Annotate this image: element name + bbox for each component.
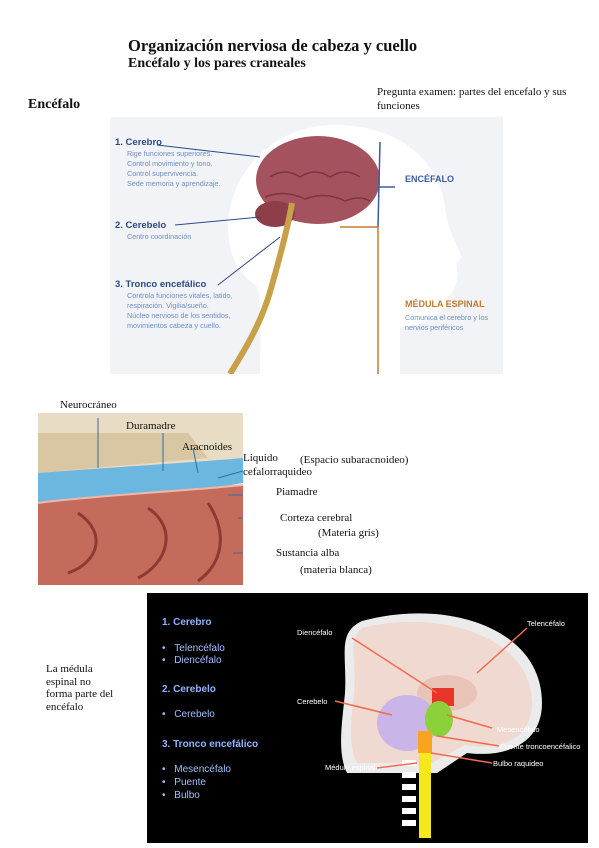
- section-heading: Encéfalo: [28, 97, 81, 112]
- label-liquido: Liquido: [243, 452, 278, 464]
- label-piamadre: Piamadre: [276, 486, 318, 498]
- label-sustancia-alba: Sustancia alba: [276, 547, 340, 559]
- label-medula-espinal: Médula espinal: [325, 763, 376, 772]
- tronco-desc-2: respiración. Vigilia/sueño.: [127, 301, 209, 310]
- label-diencefalo: Diencéfalo: [297, 628, 333, 637]
- label-aracnoides: Aracnoides: [182, 441, 233, 453]
- cerebellum-shape: [255, 201, 295, 227]
- spinal-cord-shape: [419, 753, 431, 838]
- mesencephalon-shape: [425, 701, 453, 737]
- label-materia-gris: (Materia gris): [318, 527, 379, 539]
- item-mesencefalo: • Mesencéfalo: [162, 764, 231, 775]
- cerebro-desc-1: Rige funciones superiores.: [127, 149, 213, 158]
- meninges-illustration: [38, 413, 243, 585]
- tronco-desc-1: Controla funciones vitales, latido,: [127, 291, 233, 300]
- exam-note: Pregunta examen: partes del encefalo y s…: [377, 86, 567, 112]
- group-cerebro-heading: 1. Cerebro: [162, 617, 212, 628]
- item-diencefalo: • Diencéfalo: [162, 655, 222, 666]
- label-bulbo: Bulbo raquideo: [493, 759, 544, 768]
- brain-overview-figure: 1. Cerebro Rige funciones superiores. Co…: [110, 117, 503, 374]
- medula-label: MÉDULA ESPINAL: [405, 299, 485, 309]
- label-corteza: Corteza cerebral: [280, 512, 353, 524]
- label-telencefalo: Telencéfalo: [527, 619, 565, 628]
- item-cerebelo: • Cerebelo: [162, 709, 215, 720]
- encefalo-label: ENCÉFALO: [405, 174, 455, 184]
- medula-desc-1: Comunica el cerebro y los: [405, 313, 489, 322]
- group-cerebelo-heading: 2. Cerebelo: [162, 684, 216, 695]
- cerebrum-shape: [256, 136, 380, 224]
- label-puente: Puente troncoencéfalico: [500, 742, 581, 751]
- cerebelo-desc-1: Centro coordinación: [127, 232, 192, 241]
- item-puente: • Puente: [162, 777, 206, 788]
- sagittal-brain-illustration: [334, 613, 542, 838]
- page-title: Organización nerviosa de cabeza y cuello: [128, 36, 418, 55]
- meninges-cross-section: [38, 413, 243, 585]
- label-materia-blanca: (materia blanca): [300, 564, 372, 576]
- label-duramadre: Duramadre: [126, 420, 176, 432]
- head-silhouette-illustration: [156, 125, 462, 374]
- page-subtitle: Encéfalo y los pares craneales: [128, 56, 306, 71]
- label-mesencefalo: Mesencéfalo: [497, 725, 540, 734]
- item-telencefalo: • Telencéfalo: [162, 643, 225, 654]
- tronco-heading: 3. Tronco encefálico: [115, 279, 207, 290]
- group-tronco-heading: 3. Tronco encefálico: [162, 739, 259, 750]
- spinal-cord-shape: [227, 202, 295, 374]
- cerebro-heading: 1. Cerebro: [115, 137, 162, 148]
- item-bulbo: • Bulbo: [162, 790, 200, 801]
- tronco-desc-3: Núcleo nervioso de los sentidos,: [127, 311, 231, 320]
- cerebro-desc-2: Control movimiento y tono.: [127, 159, 213, 168]
- medula-desc-2: nervios periféricos: [405, 323, 464, 332]
- side-note: La médula espinal no forma parte del enc…: [46, 663, 114, 713]
- pons-shape: [418, 731, 432, 753]
- label-cefalorraquideo: cefalorraquideo: [243, 466, 313, 478]
- label-neurocraneo: Neurocráneo: [60, 399, 117, 411]
- label-espacio-subaracnoideo: (Espacio subaracnoideo): [300, 454, 409, 466]
- brain-parts-figure: 1. Cerebro • Telencéfalo • Diencéfalo 2.…: [147, 593, 588, 843]
- label-cerebelo: Cerebelo: [297, 697, 328, 706]
- tronco-desc-4: movimientos cabeza y cuello.: [127, 321, 221, 330]
- cerebro-desc-3: Control supervivencia.: [127, 169, 199, 178]
- cerebelo-heading: 2. Cerebelo: [115, 220, 167, 231]
- cerebro-desc-4: Sede memoria y aprendizaje.: [127, 179, 221, 188]
